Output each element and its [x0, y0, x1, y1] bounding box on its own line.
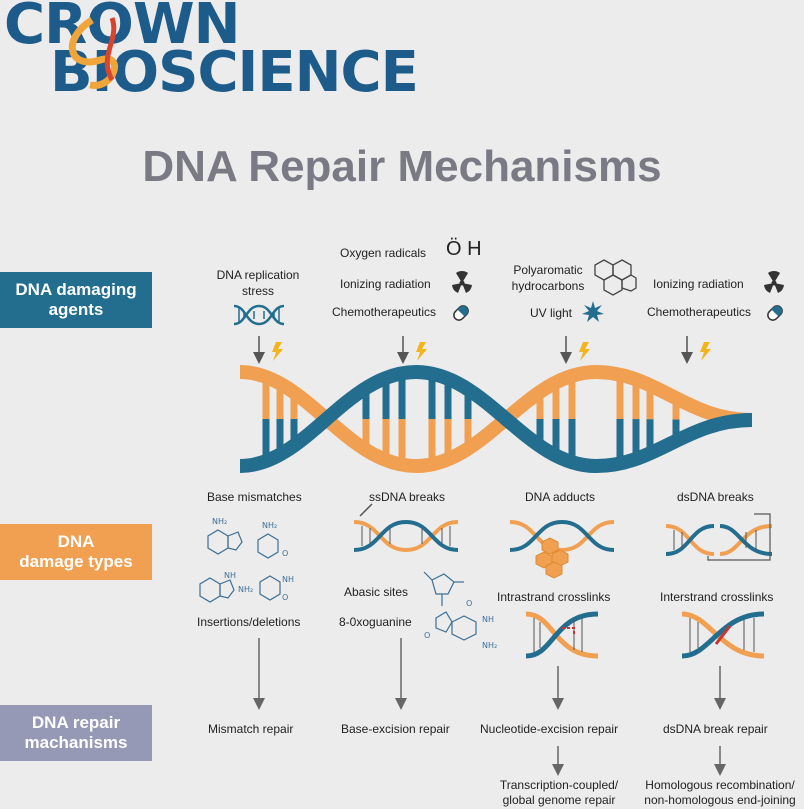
repair-arrows	[253, 638, 726, 776]
logo-text-crown: CROWN	[4, 0, 240, 57]
repair-base-excision: Base-excision repair	[341, 722, 450, 736]
dsdna-break-helix-icon	[665, 513, 773, 561]
damage-insertions-deletions: Insertions/deletions	[197, 615, 301, 629]
hydroxyl-radical-icon: Ö H	[446, 238, 482, 260]
svg-text:NH₂: NH₂	[238, 585, 253, 594]
agent-ionizing-radiation: Ionizing radiation	[340, 277, 431, 291]
repair-mismatch: Mismatch repair	[208, 722, 294, 736]
agent-oxygen-radicals: Oxygen radicals	[340, 246, 427, 260]
agent-uv-light: UV light	[530, 306, 573, 320]
row-label-repair-mechanisms: DNA repair machanisms	[0, 705, 152, 761]
agent-chemotherapeutics-2: Chemotherapeutics	[647, 305, 752, 319]
agent-arrows	[253, 336, 711, 364]
svg-text:NH: NH	[224, 571, 236, 580]
dna-adduct-helix-icon	[509, 519, 615, 579]
ssdna-break-helix-icon	[353, 503, 459, 553]
oxoguanine-structure-icon: O NH NH₂ O	[424, 599, 497, 650]
damage-dsdna-breaks: dsDNA breaks	[677, 490, 754, 504]
agent-ionizing-radiation-2: Ionizing radiation	[653, 277, 744, 291]
svg-text:NH: NH	[282, 575, 294, 584]
logo-swoosh-icon	[68, 17, 118, 89]
svg-text:O: O	[282, 549, 288, 558]
intrastrand-crosslink-icon	[525, 611, 599, 659]
damage-interstrand-crosslinks: Interstrand crosslinks	[660, 590, 774, 604]
repair-dsdna-break: dsDNA break repair	[663, 722, 768, 736]
damage-8-oxoguanine: 8-0xoguanine	[339, 615, 412, 629]
damage-intrastrand-crosslinks: Intrastrand crosslinks	[497, 590, 611, 604]
row-label-damage-types: DNA damage types	[0, 524, 152, 580]
agent-polyaromatic-hydrocarbons: Polyaromatic hydrocarbons	[511, 263, 585, 293]
pill-icon	[767, 305, 783, 321]
svg-text:NH₂: NH₂	[212, 517, 227, 526]
svg-text:O: O	[282, 593, 288, 602]
dna-helix-icon	[233, 304, 285, 326]
damage-base-mismatches: Base mismatches	[207, 490, 302, 504]
page-title: DNA Repair Mechanisms	[142, 142, 662, 191]
radiation-icon	[764, 271, 784, 293]
nucleobase-structures-icon: NH₂ NH₂ O NH NH₂ NH O	[199, 517, 294, 603]
repair-ner-subtypes: Transcription-coupled/ global genome rep…	[499, 778, 619, 807]
dna-double-helix	[239, 364, 753, 474]
agent-replication-stress: DNA replication stress	[216, 268, 300, 298]
repair-dsb-subtypes: Homologous recombination/ non-homologous…	[644, 778, 796, 807]
radiation-icon	[452, 271, 472, 293]
pah-molecule-icon	[594, 259, 637, 296]
svg-text:NH₂: NH₂	[262, 521, 277, 530]
sun-uv-icon	[582, 301, 604, 322]
svg-text:O: O	[424, 631, 430, 640]
repair-nucleotide-excision: Nucleotide-excision repair	[480, 722, 619, 736]
damage-ssdna-breaks: ssDNA breaks	[369, 490, 446, 504]
damage-abasic-sites: Abasic sites	[344, 585, 409, 599]
svg-text:NH: NH	[482, 615, 494, 624]
agent-chemotherapeutics: Chemotherapeutics	[332, 305, 437, 319]
deoxyribose-structure-icon	[423, 571, 464, 606]
interstrand-crosslink-icon	[681, 611, 765, 659]
row-label-agents: DNA damaging agents	[0, 272, 152, 328]
damage-dna-adducts: DNA adducts	[525, 490, 596, 504]
svg-text:NH₂: NH₂	[482, 641, 497, 650]
pill-icon	[453, 305, 469, 321]
svg-text:O: O	[466, 599, 472, 608]
